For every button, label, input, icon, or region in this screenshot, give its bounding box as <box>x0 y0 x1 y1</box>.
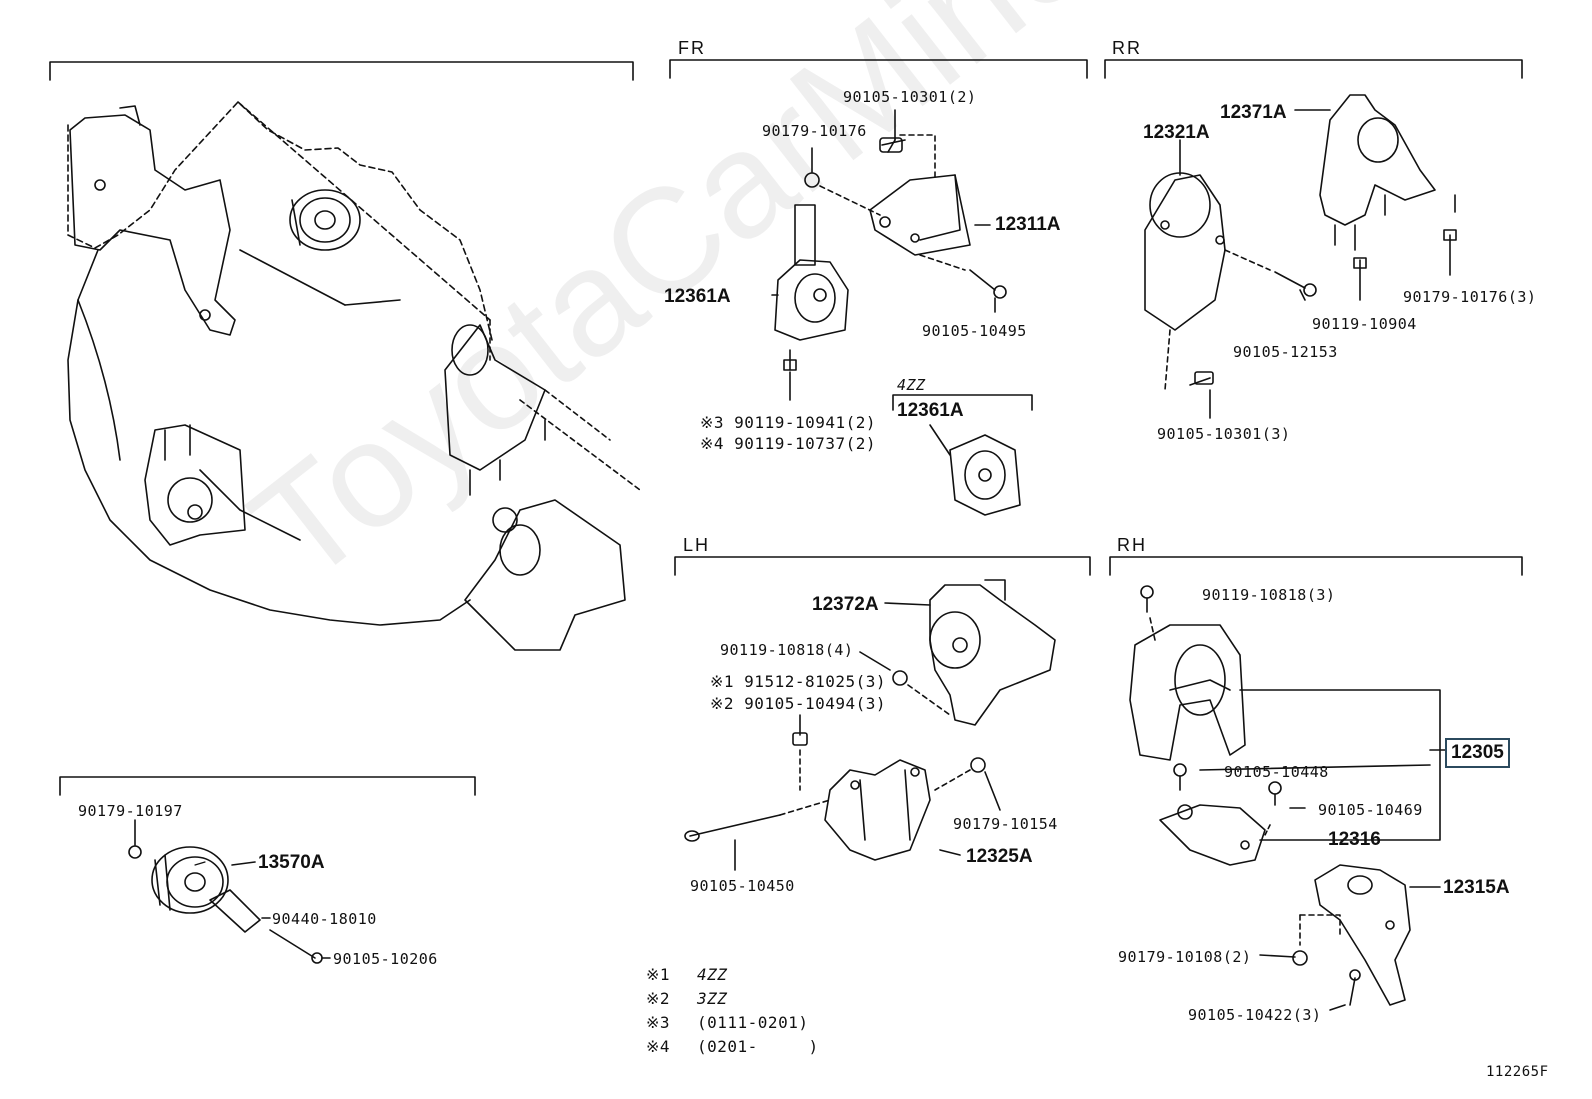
part-12372A[interactable]: 12372A <box>812 594 879 615</box>
section-brackets <box>49 59 1523 796</box>
part-90119-10904[interactable]: 90119-10904 <box>1312 315 1417 333</box>
part-12305-assembly[interactable]: 12305 <box>1445 738 1510 768</box>
section-label-lh: LH <box>683 535 711 555</box>
part-12315A[interactable]: 12315A <box>1443 877 1510 898</box>
engine-overview <box>67 101 641 651</box>
part-12361A[interactable]: 12361A <box>664 286 731 307</box>
section-label-rr: RR <box>1112 38 1142 58</box>
part-12316[interactable]: 12316 <box>1328 829 1381 850</box>
section-label-fr: FR <box>678 38 706 58</box>
part-12371A[interactable]: 12371A <box>1220 102 1287 123</box>
rh-group <box>1129 585 1446 1011</box>
part-90440-18010[interactable]: 90440-18010 <box>272 910 377 928</box>
part-90179-10176[interactable]: 90179-10176 <box>762 122 867 140</box>
part-13570A[interactable]: 13570A <box>258 852 325 873</box>
part-90119-10818-4[interactable]: 90119-10818(4) <box>720 641 854 659</box>
diagram-code: 112265F <box>1486 1064 1549 1080</box>
part-90179-10154[interactable]: 90179-10154 <box>953 815 1058 833</box>
fr-group <box>771 109 1021 516</box>
note-2-mark: ※2 <box>646 989 671 1008</box>
lh-group <box>684 579 1056 871</box>
note-4-text: (0201- ) <box>697 1037 819 1056</box>
part-90119-10737[interactable]: ※4 90119-10737(2) <box>700 434 877 453</box>
note-2-text: 3ZZ <box>697 989 728 1008</box>
note-4-mark: ※4 <box>646 1037 671 1056</box>
variant-label-4zz: 4ZZ <box>897 376 926 394</box>
rr-group <box>1144 94 1457 419</box>
part-90105-10301-2[interactable]: 90105-10301(2) <box>843 88 977 106</box>
note-1-text: 4ZZ <box>697 965 728 984</box>
part-12361A-4zz[interactable]: 12361A <box>897 400 964 421</box>
part-90105-12153[interactable]: 90105-12153 <box>1233 343 1338 361</box>
part-90119-10941[interactable]: ※3 90119-10941(2) <box>700 413 877 432</box>
part-90105-10450[interactable]: 90105-10450 <box>690 877 795 895</box>
part-12325A[interactable]: 12325A <box>966 846 1033 867</box>
part-90119-10818-3[interactable]: 90119-10818(3) <box>1202 586 1336 604</box>
part-90179-10197[interactable]: 90179-10197 <box>78 802 183 820</box>
part-90105-10301-3[interactable]: 90105-10301(3) <box>1157 425 1291 443</box>
part-90105-10494[interactable]: ※2 90105-10494(3) <box>710 694 887 713</box>
part-90105-10469[interactable]: 90105-10469 <box>1318 801 1423 819</box>
part-12321A[interactable]: 12321A <box>1143 122 1210 143</box>
note-1-mark: ※1 <box>646 965 671 984</box>
part-90105-10422[interactable]: 90105-10422(3) <box>1188 1006 1322 1024</box>
note-3-mark: ※3 <box>646 1013 671 1032</box>
part-90105-10206[interactable]: 90105-10206 <box>333 950 438 968</box>
section-label-rh: RH <box>1117 535 1147 555</box>
part-90179-10108[interactable]: 90179-10108(2) <box>1118 948 1252 966</box>
part-90179-10176-3[interactable]: 90179-10176(3) <box>1403 288 1537 306</box>
part-90105-10448[interactable]: 90105-10448 <box>1224 763 1329 781</box>
part-90105-10495[interactable]: 90105-10495 <box>922 322 1027 340</box>
note-3-text: (0111-0201) <box>697 1013 809 1032</box>
part-91512-81025[interactable]: ※1 91512-81025(3) <box>710 672 887 691</box>
leader-lines <box>194 861 206 866</box>
part-12311A[interactable]: 12311A <box>995 214 1061 235</box>
pulley-group <box>128 819 331 964</box>
